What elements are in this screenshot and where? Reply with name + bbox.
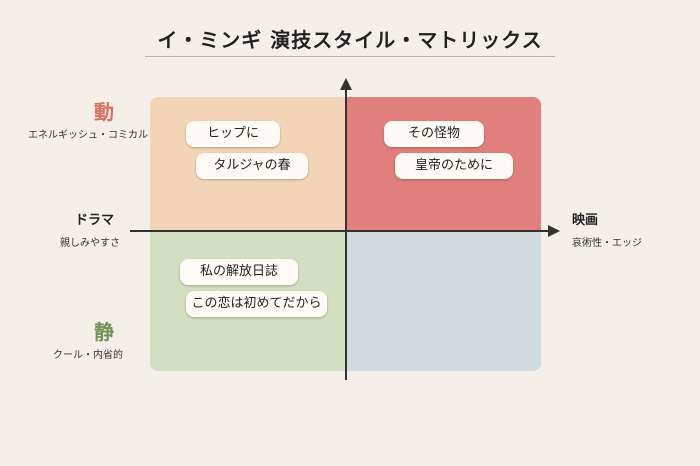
diagram-title: イ・ミンギ 演技スタイル・マトリックス — [157, 28, 543, 52]
dynamic-sublabel: エネルギッシュ・コミカル — [28, 130, 148, 141]
arrow-right-icon — [548, 225, 560, 237]
film-sublabel: 哀術性・エッジ — [572, 238, 642, 249]
film-label: 映画 — [572, 213, 599, 228]
quadrant-bottom-right — [346, 231, 541, 371]
drama-label: ドラマ — [75, 213, 115, 228]
arrow-up-icon — [340, 78, 352, 90]
title-underline — [145, 56, 555, 57]
static-label: 静 — [94, 320, 114, 344]
item-top-left-2: タルジャの春 — [196, 153, 308, 179]
drama-sublabel: 親しみやすさ — [60, 238, 120, 249]
item-top-right-1: その怪物 — [384, 121, 484, 147]
vertical-axis — [345, 88, 347, 380]
item-top-right-2: 皇帝のために — [395, 153, 513, 179]
item-top-left-1: ヒップに — [186, 121, 280, 147]
item-bottom-left-2: この恋は初めてだから — [186, 291, 327, 317]
horizontal-axis — [130, 230, 550, 232]
item-bottom-left-1: 私の解放日誌 — [180, 259, 298, 285]
dynamic-label: 動 — [94, 100, 114, 124]
static-sublabel: クール・内省的 — [53, 350, 123, 361]
